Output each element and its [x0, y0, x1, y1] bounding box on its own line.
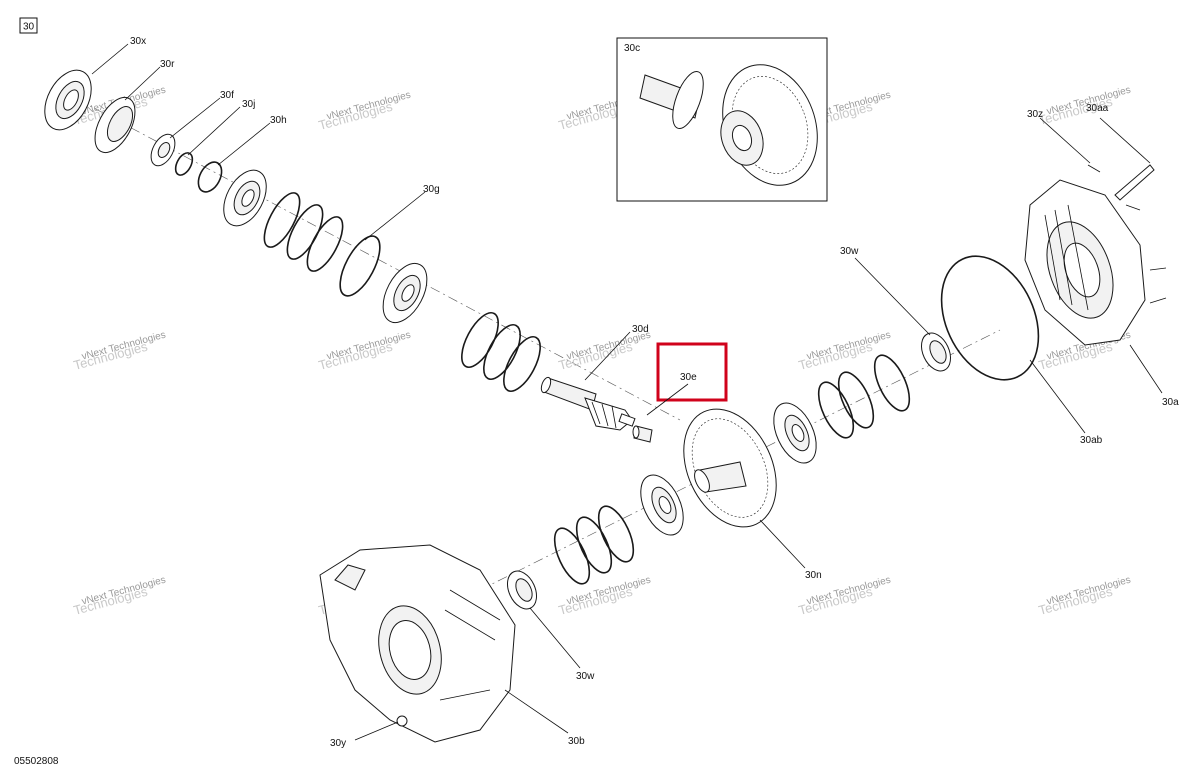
callout-30ab: 30ab [1080, 435, 1103, 446]
callout-30g: 30g [423, 184, 440, 195]
part-shim-rings-mid [461, 312, 541, 392]
part-30j-spacer [174, 152, 194, 176]
callout-30j: 30j [242, 99, 255, 110]
callout-30n: 30n [805, 570, 822, 581]
callout-30f: 30f [220, 90, 234, 101]
highlight-box [656, 342, 728, 402]
part-bearing-lower [640, 474, 684, 536]
figure-number-box: 30 [19, 17, 38, 34]
callout-30d: 30d [632, 324, 649, 335]
callout-30a: 30a [1162, 397, 1179, 408]
part-30aa-breather [1114, 164, 1155, 201]
callout-30z: 30z [1027, 109, 1043, 120]
callout-30r: 30r [160, 59, 175, 70]
callout-30h: 30h [270, 115, 287, 126]
callout-30aa: 30aa [1086, 103, 1109, 114]
part-30r-nut [94, 96, 136, 154]
figure-number: 30 [23, 22, 35, 33]
inset-detail-30c: 30c [616, 37, 828, 202]
callout-30w-top: 30w [840, 246, 859, 257]
part-shim-rings-lower [553, 505, 635, 585]
callout-30e: 30e [680, 372, 697, 383]
part-30a-housing-cover [1024, 179, 1146, 346]
part-30n-ring-gear [683, 408, 777, 528]
callout-30x: 30x [130, 36, 146, 47]
callout-30w-bottom: 30w [576, 671, 595, 682]
part-30h-shim [197, 161, 223, 193]
part-30d-pinion-shaft [540, 376, 636, 431]
callout-30b: 30b [568, 736, 585, 747]
highlight-30e [656, 342, 728, 402]
part-30f-washer [150, 133, 176, 167]
part-30x-oil-seal [44, 69, 92, 131]
part-30z-bolts [1087, 164, 1167, 304]
part-30e-bushing [632, 425, 653, 443]
drawing-code: 05502808 [14, 756, 59, 767]
part-bearing-upper-2 [382, 263, 428, 323]
leader-lines [91, 43, 1163, 741]
callout-30y: 30y [330, 738, 346, 749]
part-shim-rings-upper [263, 192, 381, 297]
part-shim-rings-right [817, 354, 911, 439]
part-30y-plug [396, 715, 408, 727]
part-bearing-upper-1 [223, 169, 267, 227]
part-bearing-right [773, 402, 817, 464]
part-30w-seal-right [920, 332, 952, 372]
callout-labels: 30x 30r 30f 30j 30h 30g 30d 30e 30w 30z … [130, 36, 1179, 749]
inset-label: 30c [624, 43, 640, 54]
part-30ab-o-ring [940, 255, 1040, 381]
part-30b-housing [319, 544, 516, 743]
part-30w-seal-lower [506, 570, 538, 610]
center-axis-lines [59, 89, 1001, 591]
